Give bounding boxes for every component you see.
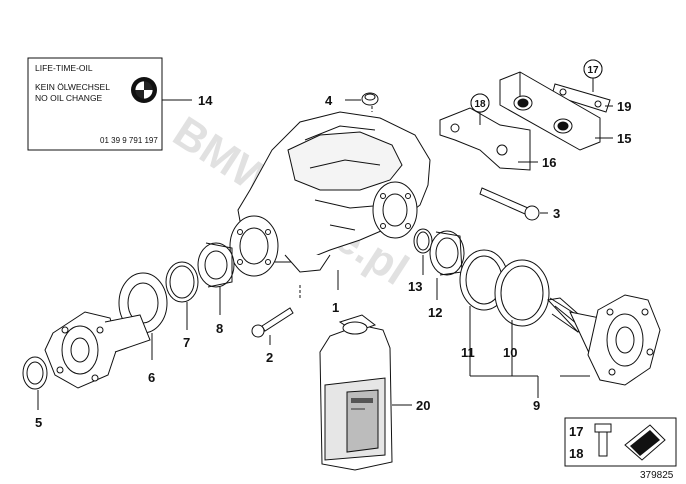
diagram-number: 379825: [640, 470, 674, 481]
callout-18-circle: 18: [470, 93, 490, 113]
callout-11: 11: [461, 345, 475, 360]
callout-8: 8: [216, 321, 223, 336]
callout-18: 18: [474, 99, 486, 110]
callout-16: 16: [542, 155, 556, 170]
part-6-drive-flange: [44, 272, 168, 389]
callout-7: 7: [183, 335, 190, 350]
part-13-o-ring: [413, 228, 433, 254]
callout-13: 13: [408, 279, 422, 294]
part-16-mount-bracket: [439, 107, 531, 171]
callout-20: 20: [416, 398, 430, 413]
part-5-seal-ring: [22, 356, 48, 390]
part-1-differential-housing: [229, 111, 431, 277]
part-7-spacer-ring: [165, 261, 199, 303]
callout-1: 1: [332, 300, 339, 315]
legend-callout-18: 18: [569, 446, 583, 461]
callout-19: 19: [617, 99, 631, 114]
callout-12: 12: [428, 305, 442, 320]
callout-2: 2: [266, 350, 273, 365]
callout-17: 17: [587, 65, 599, 76]
legend-callout-17: 17: [569, 424, 583, 439]
oil-label-part-number: 01 39 9 791 197: [100, 136, 158, 145]
legend-box: [564, 417, 677, 467]
oil-label-line1: LIFE-TIME-OIL: [35, 63, 93, 73]
part-15-rubber-mount: [499, 71, 601, 151]
part-8-shaft-seal: [197, 242, 235, 288]
part-12-shaft-seal: [429, 230, 465, 276]
part-3-bolt: [479, 187, 540, 221]
oil-label-line3: NO OIL CHANGE: [35, 93, 103, 103]
bmw-roundel-icon: [131, 77, 157, 103]
callout-4: 4: [325, 93, 333, 108]
callout-5: 5: [35, 415, 42, 430]
callout-14: 14: [198, 93, 213, 108]
part-20-oil-bottle: [319, 314, 393, 471]
part-9-output-flange: [546, 294, 661, 386]
bolt-icon: [594, 423, 612, 457]
oil-label-line2: KEIN ÖLWECHSEL: [35, 82, 110, 92]
callout-10: 10: [503, 345, 517, 360]
part-4-plug: [361, 92, 379, 106]
callout-17-circle: 17: [583, 59, 603, 79]
oil-label-sticker: LIFE-TIME-OIL KEIN ÖLWECHSEL NO OIL CHAN…: [27, 57, 163, 151]
callout-9: 9: [533, 398, 540, 413]
callout-6: 6: [148, 370, 155, 385]
part-2-bolt: [251, 307, 294, 338]
part-10-spacer-ring: [494, 259, 550, 327]
callout-3: 3: [553, 206, 560, 221]
callout-15: 15: [617, 131, 631, 146]
arrow-icon: [624, 424, 666, 461]
callouts: 1 2 3 4 5 6 7 8 9 10 11 12 13 14 15 16 1…: [35, 59, 631, 461]
